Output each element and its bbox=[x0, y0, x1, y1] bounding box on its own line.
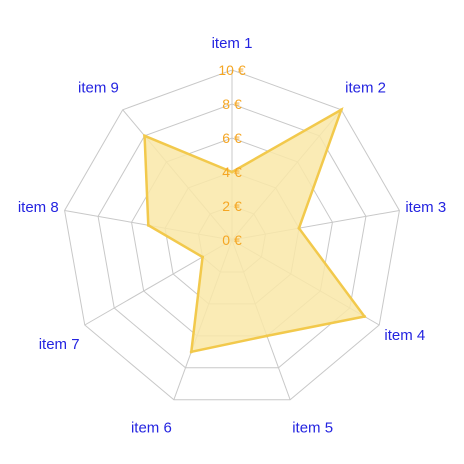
tick-label: 8 € bbox=[222, 96, 242, 112]
data-point-4 bbox=[363, 315, 367, 318]
category-label-layer: item 1 item 2 item 3 item 4 item 5 item 6 item… bbox=[18, 35, 446, 437]
category-label-6: item 6 bbox=[131, 420, 172, 437]
category-label-3: item 3 bbox=[405, 199, 446, 216]
data-point-6 bbox=[189, 350, 193, 354]
data-point-9 bbox=[143, 134, 147, 138]
grid-ring-5 bbox=[64, 69, 400, 401]
category-label-2: item 2 bbox=[345, 79, 386, 96]
tick-label: 0 € bbox=[222, 232, 242, 248]
category-label-5: item 5 bbox=[292, 420, 333, 437]
category-label-8: item 8 bbox=[18, 199, 59, 216]
data-point-2 bbox=[339, 108, 343, 112]
series-layer bbox=[143, 107, 367, 354]
tick-label: 4 € bbox=[222, 164, 242, 180]
data-point-8 bbox=[146, 223, 150, 227]
data-point-7 bbox=[201, 255, 205, 259]
category-label-9: item 9 bbox=[78, 79, 119, 96]
category-label-4: item 4 bbox=[384, 327, 425, 344]
series-area-1 bbox=[143, 107, 367, 354]
data-point-5 bbox=[265, 334, 269, 338]
grid-ring-4 bbox=[97, 103, 367, 369]
category-label-7: item 7 bbox=[39, 336, 80, 353]
category-label-1: item 1 bbox=[212, 35, 253, 52]
tick-label: 6 € bbox=[222, 130, 242, 146]
tick-label-layer: 0 € 2 € 4 € 6 € 8 € 10 € bbox=[218, 62, 245, 248]
tick-label: 2 € bbox=[222, 198, 242, 214]
data-point-3 bbox=[297, 226, 301, 230]
data-point-1 bbox=[230, 170, 234, 174]
tick-label: 10 € bbox=[218, 62, 245, 78]
